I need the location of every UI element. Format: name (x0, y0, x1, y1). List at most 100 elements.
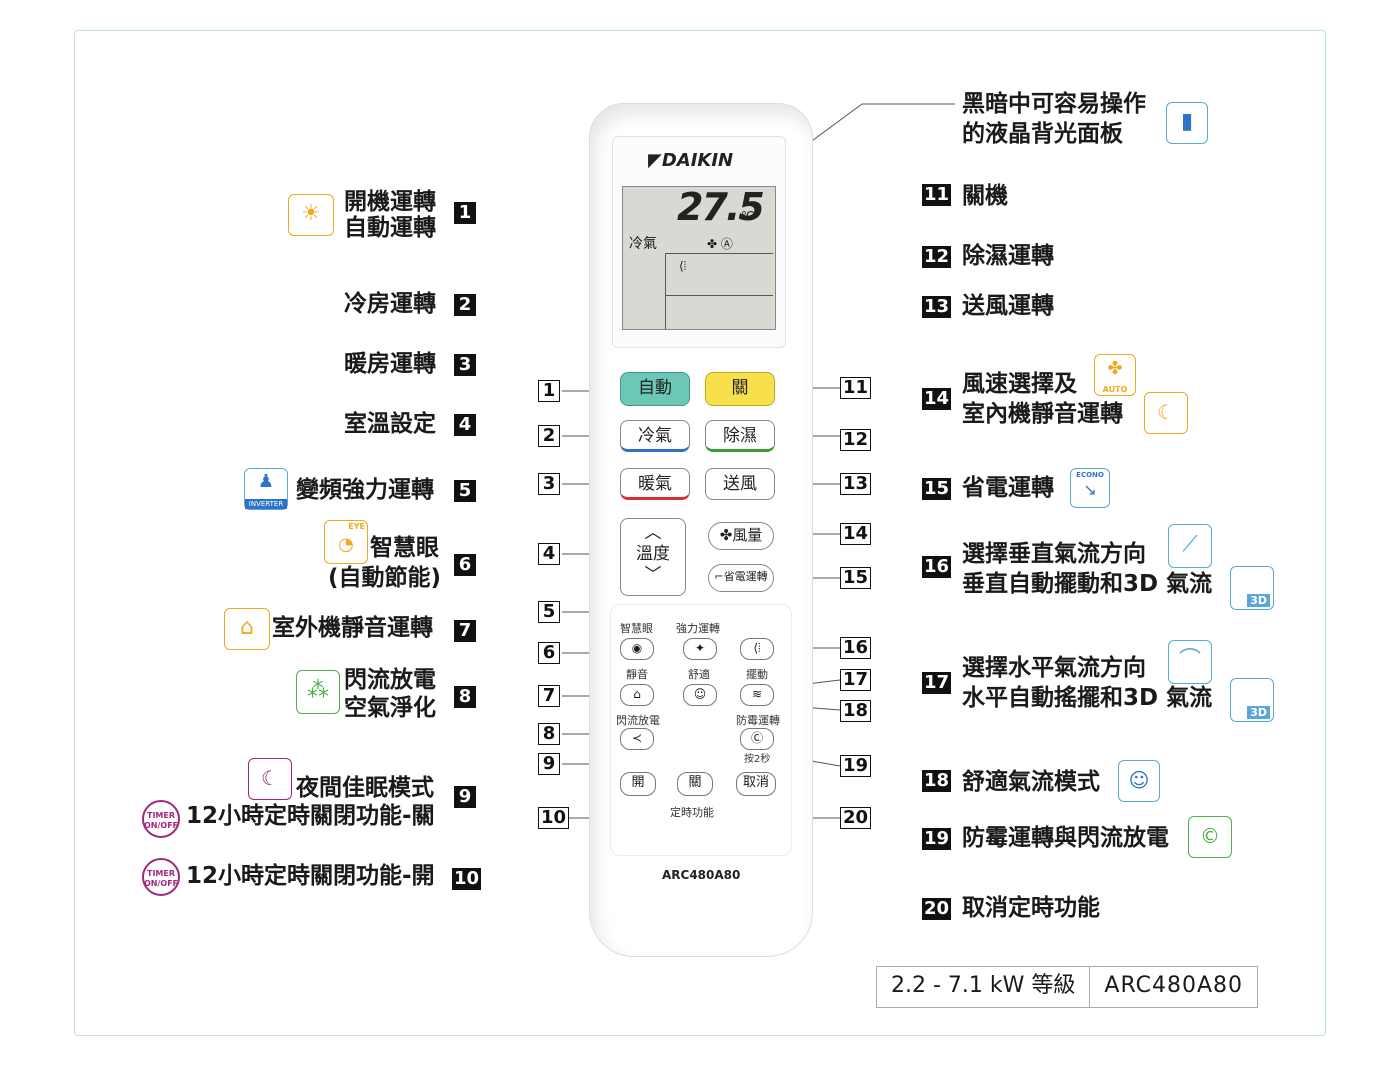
temp-button[interactable]: ︿ 溫度 ﹀ (620, 518, 686, 596)
timer-func-label: 定時功能 (670, 806, 714, 819)
econo-icon: ECONO ↘ (1070, 468, 1110, 508)
brand-logo: ◤DAIKIN (648, 150, 733, 171)
fan-speed-label: 風量 (732, 526, 763, 544)
powerful-button[interactable]: ✦ (683, 638, 717, 660)
econo-icon-text: ECONO (1076, 471, 1104, 479)
3d-icon-text-2: 3D (1247, 706, 1270, 719)
off-button[interactable]: 關 (705, 372, 775, 406)
callout-9: 9 (538, 753, 560, 775)
label-14-num: 14 (922, 388, 952, 410)
spec-table: 2.2 - 7.1 kW 等級 ARC480A80 (876, 966, 1259, 1008)
label-7-num: 7 (454, 620, 476, 642)
lcd-screen: 27.5 ℃ 冷氣 ✤ Ⓐ ⟨⦙ (622, 185, 776, 330)
auto-button[interactable]: 自動 (620, 372, 690, 406)
callout-20: 20 (840, 807, 872, 829)
lcd-vline (665, 253, 666, 329)
label-17-line-1: 選擇水平氣流方向 (962, 655, 1146, 681)
eye-sensor-icon: EYE ◔ (324, 520, 368, 564)
timer-on-button[interactable]: 開 (620, 772, 656, 796)
horizontal-swing-icon: ⌒ (1168, 640, 1212, 684)
timer-icon-2-text-a: TIMER (146, 869, 176, 878)
fan-speed-button[interactable]: ✤風量 (708, 522, 774, 550)
callout-19: 19 (840, 755, 872, 777)
comfort-label: 舒適 (688, 668, 710, 681)
3d-airflow-icon-2: 3D (1230, 678, 1274, 722)
timer-off-button[interactable]: 關 (677, 772, 713, 796)
label-5: 變頻強力運轉 (296, 477, 434, 503)
mold-label: 防霉運轉 (736, 714, 780, 727)
backlight-line-1: 黑暗中可容易操作 (962, 91, 1146, 117)
label-20: 取消定時功能 (962, 895, 1100, 921)
streamer-button[interactable]: ≺ (620, 728, 654, 750)
spec-class: 2.2 - 7.1 kW 等級 (877, 967, 1091, 1007)
mold-button[interactable]: Ⓒ (740, 728, 774, 750)
remote-control: ◤DAIKIN 27.5 ℃ 冷氣 ✤ Ⓐ ⟨⦙ 自動 關 冷氣 除濕 暖氣 送… (590, 104, 812, 956)
temp-down-icon[interactable]: ﹀ (644, 565, 662, 585)
label-13: 送風運轉 (962, 293, 1054, 319)
horizontal-swing-button[interactable]: ≋ (740, 684, 774, 706)
fan-button[interactable]: 送風 (705, 468, 775, 500)
auto-icon-text: AUTO (1102, 385, 1128, 394)
brand-text: DAIKIN (661, 150, 734, 171)
outdoor-quiet-icon: ⌂ (224, 608, 270, 650)
label-14-line-2: 室內機靜音運轉 (962, 401, 1123, 427)
callout-11: 11 (840, 377, 872, 399)
timer-icon-2-text-b: ON/OFF (144, 879, 179, 888)
remote-model: ARC480A80 (662, 868, 741, 882)
label-6-num: 6 (454, 554, 476, 576)
temp-label: 溫度 (636, 544, 670, 564)
lcd-unit: ℃ (741, 209, 755, 223)
callout-8: 8 (538, 723, 560, 745)
fan-speed-icon: ✤ (719, 526, 733, 544)
label-9-line-2: 12小時定時關閉功能-關 (186, 803, 435, 829)
callout-16: 16 (840, 637, 872, 659)
label-12: 除濕運轉 (962, 243, 1054, 269)
label-7: 室外機靜音運轉 (272, 615, 433, 641)
comfort-airflow-icon: ☺ (1118, 760, 1160, 802)
eye-icon-text: EYE (348, 522, 365, 531)
label-5-num: 5 (454, 480, 476, 502)
label-11: 關機 (962, 183, 1008, 209)
label-19: 防霉運轉與閃流放電 (962, 825, 1169, 851)
heat-button[interactable]: 暖氣 (620, 468, 690, 500)
callout-18: 18 (840, 700, 872, 722)
cancel-timer-button[interactable]: 取消 (736, 772, 776, 796)
comfort-button[interactable]: ☺ (683, 684, 717, 706)
callout-6: 6 (538, 642, 560, 664)
label-17-line-2: 水平自動搖擺和3D 氣流 (962, 685, 1213, 711)
mold-streamer-icon: © (1188, 816, 1232, 858)
callout-15: 15 (840, 567, 872, 589)
callout-7: 7 (538, 685, 560, 707)
label-14-line-1: 風速選擇及 (962, 371, 1077, 397)
lcd-divider (665, 253, 773, 254)
fan-auto-icon: ✤ AUTO (1094, 354, 1136, 396)
callout-10: 10 (538, 807, 570, 829)
lcd-swing-icon: ⟨⦙ (679, 259, 687, 273)
vertical-swing-button[interactable]: ⟨⦙ (740, 638, 774, 660)
label-3: 暖房運轉 (344, 351, 436, 377)
label-18-num: 18 (922, 770, 952, 792)
label-11-num: 11 (922, 184, 952, 206)
quiet-button[interactable]: ⌂ (620, 684, 654, 706)
press2s-label: 按2秒 (744, 754, 771, 765)
econo-button[interactable]: ⌐省電運轉 (708, 564, 774, 592)
label-16-line-1: 選擇垂直氣流方向 (962, 541, 1146, 567)
label-1-num: 1 (454, 202, 476, 224)
label-8-line-2: 空氣淨化 (344, 695, 436, 721)
3d-airflow-icon: 3D (1230, 566, 1274, 610)
3d-icon-text: 3D (1247, 594, 1270, 607)
callout-4: 4 (538, 543, 560, 565)
temp-up-icon[interactable]: ︿ (644, 523, 662, 543)
sleep-mode-icon: ☾ (248, 758, 292, 800)
cool-button[interactable]: 冷氣 (620, 420, 690, 452)
label-18: 舒適氣流模式 (962, 769, 1100, 795)
swing-label: 擺動 (746, 668, 768, 681)
eye-button[interactable]: ◉ (620, 638, 654, 660)
callout-17: 17 (840, 669, 872, 691)
powerful-label: 強力運轉 (676, 622, 720, 635)
dry-button[interactable]: 除濕 (705, 420, 775, 452)
label-4: 室溫設定 (344, 411, 436, 437)
label-10-num: 10 (452, 868, 482, 890)
